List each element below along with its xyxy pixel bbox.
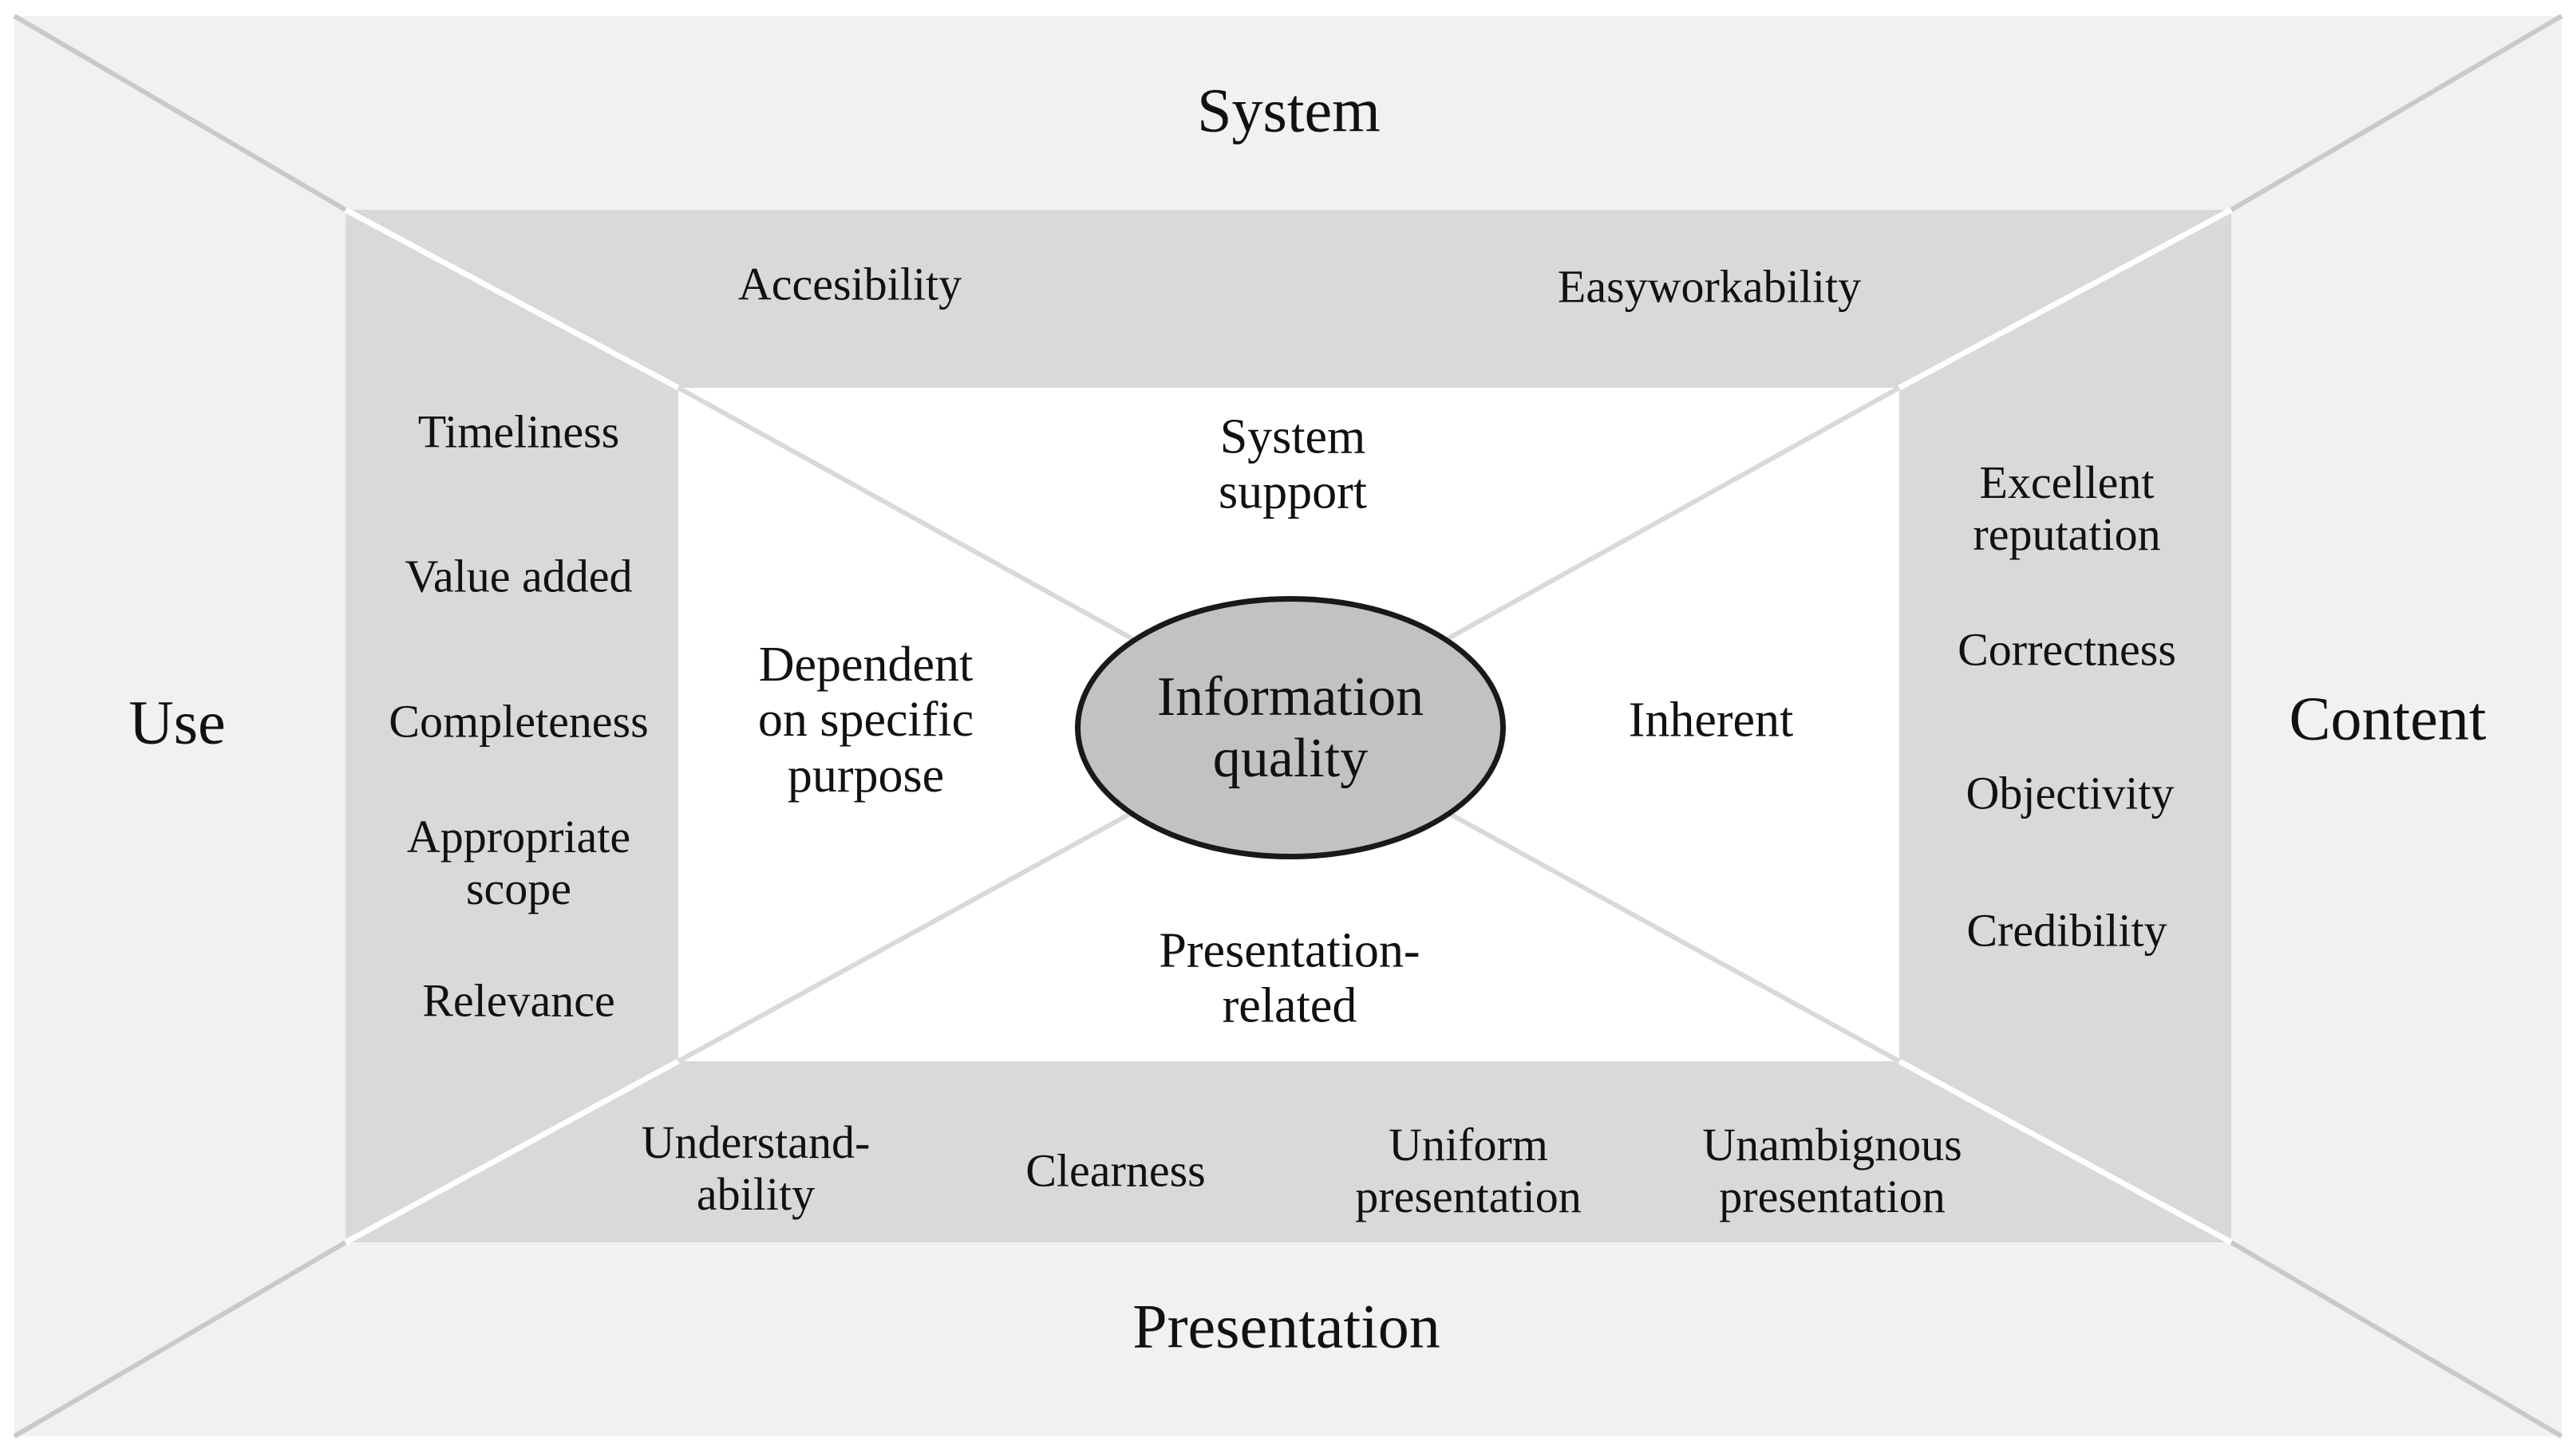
information-quality-ellipse: Information quality [1075,596,1506,859]
attribute-objectivity: Objectivity [1966,767,2175,819]
quadrant-dependent-purpose-label: Dependent on specific purpose [757,637,974,803]
quadrant-system-support-label: System support [1219,409,1367,519]
attribute-relevance: Relevance [422,974,615,1027]
quadrant-presentation-related-label: Presentation- related [1159,923,1420,1033]
dimension-system-label: System [1197,75,1381,145]
attribute-appropriate-scope: Appropriate scope [406,811,631,914]
attribute-correctness: Correctness [1958,623,2176,676]
attribute-timeliness: Timeliness [417,405,620,458]
dimension-use-label: Use [128,687,226,757]
attribute-excellent-reputation: Excellent reputation [1973,456,2161,560]
attribute-unambignous-presentation: Unambignous presentation [1702,1119,1962,1222]
dimension-content-label: Content [2289,683,2487,753]
attribute-understandability: Understand- ability [641,1116,871,1220]
attribute-accesibility: Accesibility [737,258,962,310]
attribute-easyworkability: Easyworkability [1557,260,1862,313]
quadrant-inherent-label: Inherent [1628,693,1794,748]
attribute-credibility: Credibility [1966,904,2167,957]
attribute-clearness: Clearness [1025,1144,1206,1197]
attribute-uniform-presentation: Uniform presentation [1355,1119,1582,1222]
attribute-value-added: Value added [405,550,633,602]
attribute-completeness: Completeness [389,695,649,748]
dimension-presentation-label: Presentation [1132,1291,1440,1361]
information-quality-label: Information quality [1156,666,1424,789]
